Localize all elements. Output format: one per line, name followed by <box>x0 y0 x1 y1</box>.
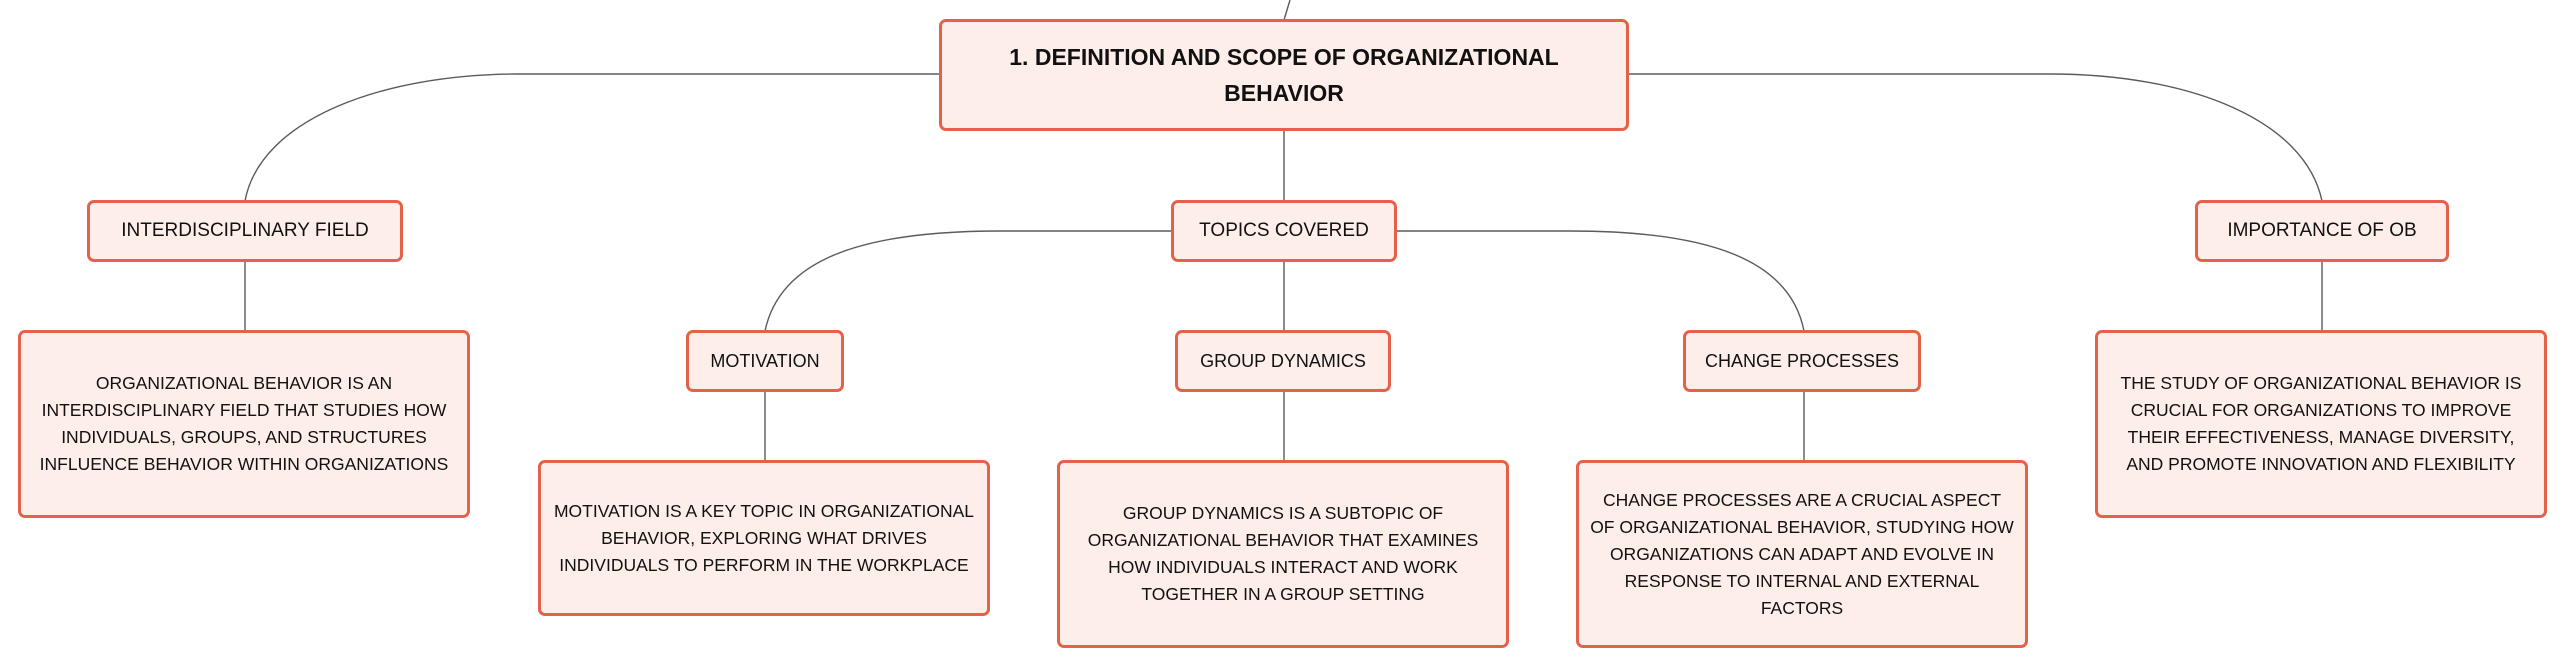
connector-root-interdisciplinary <box>244 73 942 202</box>
node-group-dynamics-label: GROUP DYNAMICS <box>1200 351 1366 371</box>
node-motivation[interactable]: MOTIVATION <box>686 330 844 392</box>
connector-root-importance <box>1628 73 2323 202</box>
root-node[interactable]: 1. DEFINITION AND SCOPE OF ORGANIZATIONA… <box>939 19 1629 131</box>
desc-interdisciplinary-field-text: ORGANIZATIONAL BEHAVIOR IS AN INTERDISCI… <box>39 373 449 474</box>
desc-change-processes-text: CHANGE PROCESSES ARE A CRUCIAL ASPECT OF… <box>1590 489 2014 618</box>
desc-group-dynamics[interactable]: GROUP DYNAMICS IS A SUBTOPIC OF ORGANIZA… <box>1057 460 1509 648</box>
desc-importance-of-ob-text: THE STUDY OF ORGANIZATIONAL BEHAVIOR IS … <box>2120 373 2522 474</box>
connector-topics-change <box>1396 230 1805 332</box>
desc-motivation[interactable]: MOTIVATION IS A KEY TOPIC IN ORGANIZATIO… <box>538 460 990 616</box>
desc-motivation-text: MOTIVATION IS A KEY TOPIC IN ORGANIZATIO… <box>553 500 975 575</box>
node-topics-covered[interactable]: TOPICS COVERED <box>1171 200 1397 262</box>
node-topics-covered-label: TOPICS COVERED <box>1199 220 1369 241</box>
connector-topics-motivation <box>764 230 1172 332</box>
root-node-label: 1. DEFINITION AND SCOPE OF ORGANIZATIONA… <box>1009 44 1559 106</box>
desc-interdisciplinary-field[interactable]: ORGANIZATIONAL BEHAVIOR IS AN INTERDISCI… <box>18 330 470 518</box>
node-change-processes-label: CHANGE PROCESSES <box>1704 351 1900 371</box>
desc-importance-of-ob[interactable]: THE STUDY OF ORGANIZATIONAL BEHAVIOR IS … <box>2095 330 2547 518</box>
node-interdisciplinary-field-label: INTERDISCIPLINARY FIELD <box>121 220 369 241</box>
connector-root-incoming <box>1283 0 1291 21</box>
node-interdisciplinary-field[interactable]: INTERDISCIPLINARY FIELD <box>87 200 403 262</box>
node-importance-of-ob-label: IMPORTANCE OF OB <box>2227 220 2417 241</box>
node-motivation-label: MOTIVATION <box>710 351 820 371</box>
desc-change-processes[interactable]: CHANGE PROCESSES ARE A CRUCIAL ASPECT OF… <box>1576 460 2028 648</box>
node-change-processes[interactable]: CHANGE PROCESSES <box>1683 330 1921 392</box>
node-group-dynamics[interactable]: GROUP DYNAMICS <box>1175 330 1391 392</box>
desc-group-dynamics-text: GROUP DYNAMICS IS A SUBTOPIC OF ORGANIZA… <box>1087 503 1479 604</box>
node-importance-of-ob[interactable]: IMPORTANCE OF OB <box>2195 200 2449 262</box>
